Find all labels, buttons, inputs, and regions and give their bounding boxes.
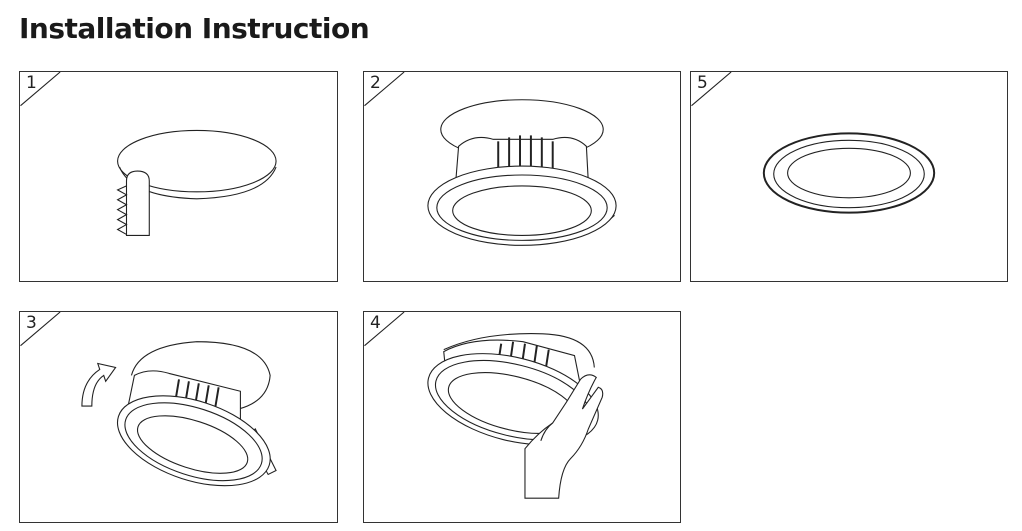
downlight-insert-illustration: [364, 72, 617, 246]
installed-downlight-illustration: [691, 72, 936, 214]
rotate-arrow-icon: [81, 362, 117, 407]
step-panel-3: 3: [19, 311, 338, 523]
step-number: 3: [26, 313, 37, 333]
saw-icon: [116, 170, 150, 236]
step-number: 1: [26, 73, 37, 93]
step-number: 5: [697, 73, 708, 93]
step-panel-2: 2: [363, 71, 681, 282]
step-panel-4: 4: [363, 311, 681, 523]
hand-icon: [524, 374, 604, 499]
ceiling-cutout-illustration: [20, 72, 277, 236]
step-number: 4: [370, 313, 381, 333]
page-title: Installation Instruction: [19, 12, 370, 45]
downlight-rotate-illustration: [20, 312, 277, 487]
downlight-push-illustration: [364, 312, 604, 499]
step-panel-5: 5: [690, 71, 1008, 282]
step-number: 2: [370, 73, 381, 93]
step-panel-1: 1: [19, 71, 338, 282]
